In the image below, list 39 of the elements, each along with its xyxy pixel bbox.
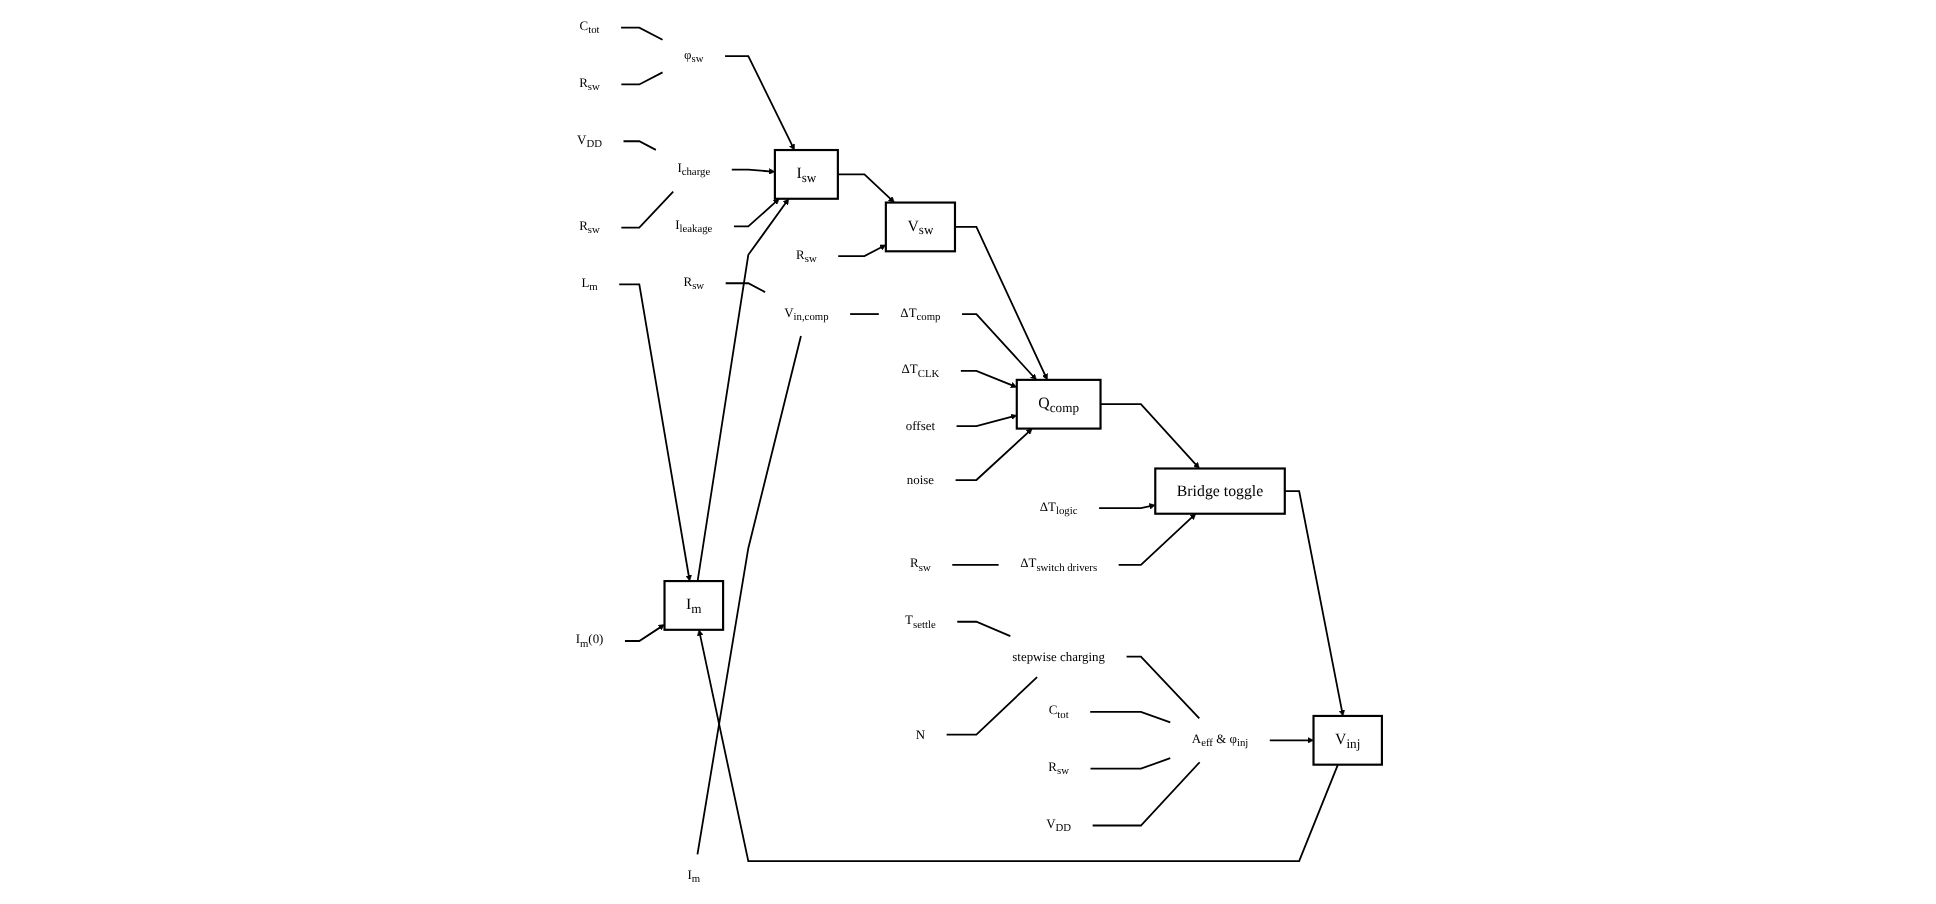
connector <box>945 676 1038 736</box>
arrow <box>961 313 1037 381</box>
arrow <box>954 226 1048 381</box>
connector <box>1125 655 1201 720</box>
arrow <box>624 624 665 642</box>
arrow <box>618 283 692 582</box>
arrow <box>697 629 1339 862</box>
connector <box>620 190 675 229</box>
node-box <box>663 580 725 631</box>
connector <box>620 26 664 41</box>
connector <box>951 564 1000 566</box>
arrow <box>954 428 1033 481</box>
connector <box>1091 761 1201 827</box>
connector <box>622 140 657 151</box>
connector <box>724 282 766 294</box>
arrow <box>837 244 887 257</box>
node-box <box>1312 714 1383 766</box>
connector <box>620 71 664 86</box>
connector <box>849 313 880 315</box>
connector <box>956 620 1012 638</box>
arrow <box>733 198 780 228</box>
arrow <box>1099 403 1200 469</box>
arrow <box>730 168 776 175</box>
arrow <box>955 413 1018 428</box>
arrow <box>1283 490 1345 717</box>
arrow <box>696 198 790 582</box>
connector <box>1089 757 1172 770</box>
arrow <box>1098 503 1156 510</box>
connector <box>1089 711 1172 724</box>
connector <box>696 335 802 856</box>
arrow <box>724 55 795 151</box>
arrow <box>959 369 1018 389</box>
node-box <box>1154 467 1286 515</box>
node-box <box>773 148 839 200</box>
node-box <box>1015 378 1102 430</box>
arrow <box>836 173 895 203</box>
arrow <box>1268 737 1314 744</box>
node-box <box>884 201 957 253</box>
arrow <box>1117 513 1197 566</box>
